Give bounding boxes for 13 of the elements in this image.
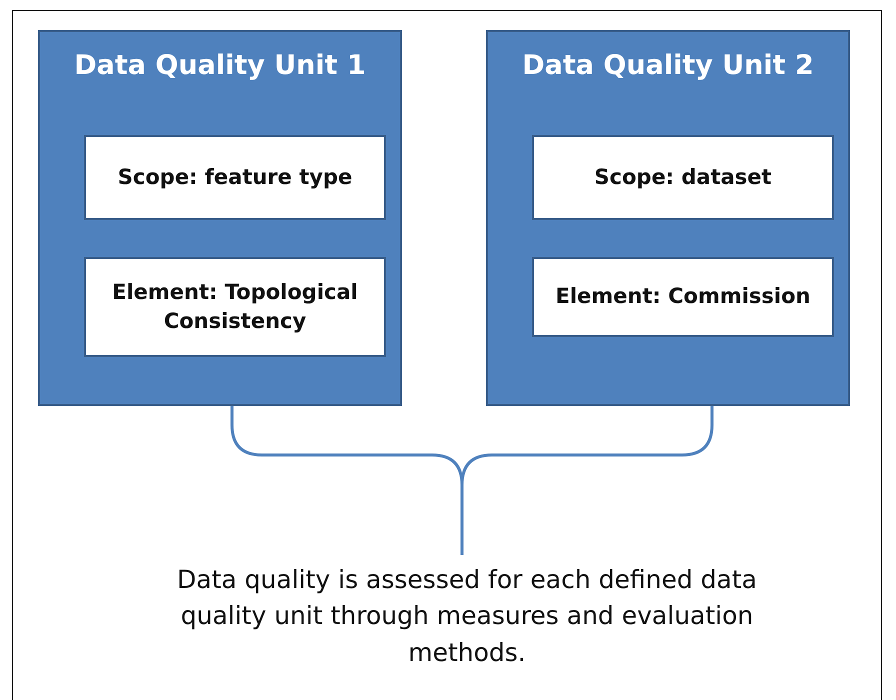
unit-panel: [486, 30, 850, 406]
note-text: Data quality is assessed for each defined data quality unit through measures and evaluation methods.: [176, 564, 758, 668]
item-text: Scope: dataset: [593, 164, 773, 191]
item-text: Scope: feature type: [116, 164, 354, 191]
item-box: [532, 135, 834, 220]
item-text: Element: Topological Consistency: [111, 278, 359, 335]
item-text: Element: Commission: [554, 283, 812, 310]
item-box: [84, 257, 386, 357]
unit-panel: [38, 30, 402, 406]
panel-title: Data Quality Unit 2: [521, 50, 815, 81]
item-box: [532, 257, 834, 337]
panel-title: Data Quality Unit 1: [73, 50, 367, 81]
item-box: [84, 135, 386, 220]
